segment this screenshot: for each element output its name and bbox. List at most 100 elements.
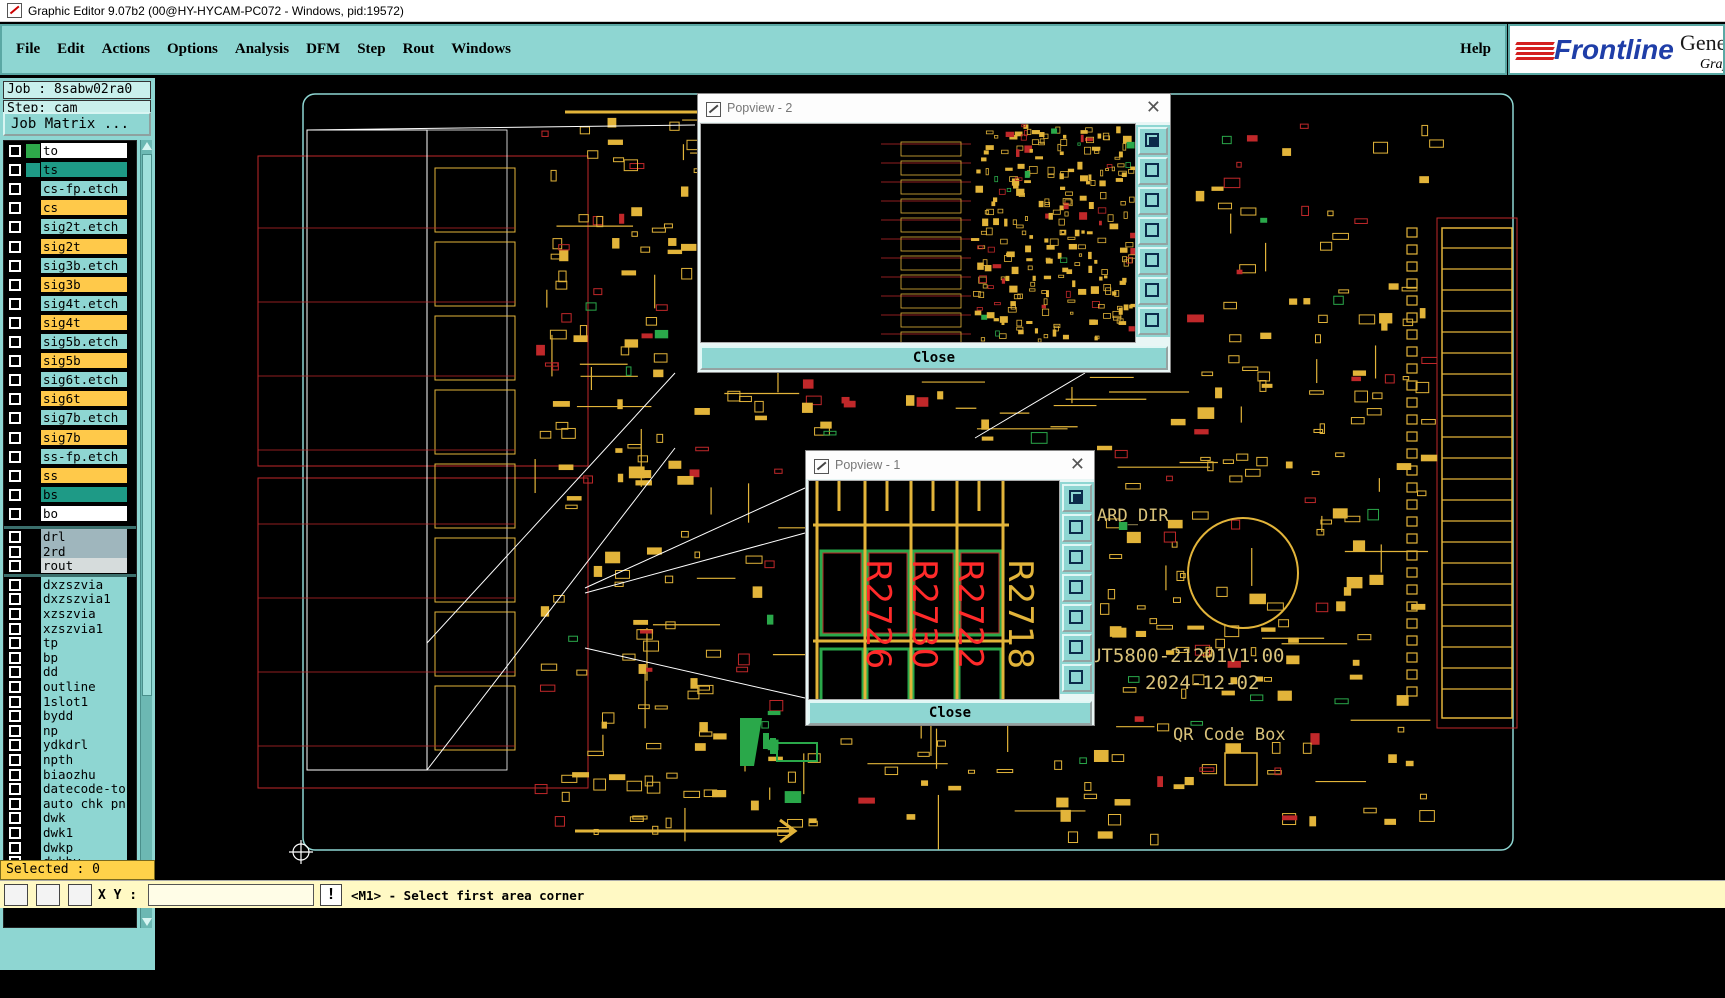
layer-state-icon[interactable] — [26, 296, 40, 311]
layer-name[interactable]: dwk — [41, 810, 127, 826]
layer-row[interactable]: tp — [4, 635, 136, 651]
layer-row[interactable]: bs — [4, 486, 136, 502]
layer-row[interactable]: xzszvia1 — [4, 620, 136, 636]
layer-name[interactable]: dxzszvia — [41, 576, 127, 592]
zoom-out-icon[interactable] — [1062, 544, 1092, 572]
layer-row[interactable]: auto_chk_pn. — [4, 795, 136, 811]
zoom-out-icon[interactable] — [1138, 187, 1168, 215]
layer-checkbox[interactable] — [9, 316, 21, 329]
layer-row[interactable]: datecode-to — [4, 781, 136, 797]
layer-name[interactable]: sig4t.etch — [41, 295, 127, 311]
layer-name[interactable]: ydkdrl — [41, 737, 127, 753]
menu-actions[interactable]: Actions — [101, 41, 151, 57]
layer-name[interactable]: 2rd — [41, 543, 127, 559]
layer-name[interactable]: ss-fp.etch — [41, 448, 127, 464]
menu-rout[interactable]: Rout — [402, 41, 435, 57]
layer-row[interactable]: dxzszvia — [4, 576, 136, 592]
layer-row[interactable]: sig4t.etch — [4, 295, 136, 311]
layer-row[interactable]: dwk1 — [4, 825, 136, 840]
layer-row[interactable]: dxzszvia1 — [4, 591, 136, 607]
layer-name[interactable]: cs-fp.etch — [41, 181, 127, 197]
layer-state-icon[interactable] — [26, 487, 40, 502]
layer-state-icon[interactable] — [26, 826, 40, 840]
layer-state-icon[interactable] — [26, 811, 40, 826]
layer-checkbox[interactable] — [9, 221, 21, 234]
close-icon[interactable]: ✕ — [1145, 97, 1161, 118]
layer-checkbox[interactable] — [9, 469, 21, 482]
layer-name[interactable]: sig2t — [41, 238, 127, 254]
menu-help[interactable]: Help — [1460, 41, 1491, 57]
menu-file[interactable]: File — [16, 41, 41, 57]
layer-state-icon[interactable] — [26, 220, 40, 235]
popview-2-view[interactable] — [700, 123, 1136, 343]
layer-state-icon[interactable] — [26, 392, 40, 407]
layer-state-icon[interactable] — [26, 621, 40, 636]
layer-checkbox[interactable] — [9, 651, 21, 664]
layer-checkbox[interactable] — [9, 374, 21, 387]
layer-name[interactable]: xzszvia — [41, 606, 127, 621]
menu-windows[interactable]: Windows — [451, 41, 511, 57]
popview-2-titlebar[interactable]: Popview - 2 ✕ — [698, 94, 1170, 122]
select-tool-icon[interactable] — [4, 884, 28, 906]
layer-row[interactable]: ss-fp.etch — [4, 448, 136, 464]
layer-checkbox[interactable] — [9, 355, 21, 368]
pcb-board-view[interactable]: UT5800-21201V1.00 2024-12-02 QR Code Box… — [155, 78, 1725, 878]
zoom-fit-icon[interactable] — [1062, 484, 1092, 512]
layer-row[interactable]: dwkp — [4, 839, 136, 855]
layer-state-icon[interactable] — [26, 411, 40, 426]
layer-state-icon[interactable] — [26, 796, 40, 811]
graphic-canvas[interactable]: UT5800-21201V1.00 2024-12-02 QR Code Box… — [155, 78, 1725, 970]
layer-row[interactable]: outline — [4, 679, 136, 694]
layer-state-icon[interactable] — [26, 430, 40, 445]
layer-state-icon[interactable] — [26, 694, 40, 709]
layer-state-icon[interactable] — [26, 665, 40, 680]
layer-row[interactable]: ts — [4, 162, 136, 178]
layer-row[interactable]: biaozhu — [4, 766, 136, 782]
layer-state-icon[interactable] — [26, 782, 40, 797]
layer-state-icon[interactable] — [26, 163, 40, 178]
layer-name[interactable]: dwkp — [41, 839, 127, 855]
layer-name[interactable]: sig7b — [41, 429, 127, 445]
layer-state-icon[interactable] — [26, 559, 40, 574]
layer-row[interactable]: drl — [4, 529, 136, 544]
layer-checkbox[interactable] — [9, 259, 21, 272]
layer-name[interactable]: bs — [41, 486, 127, 502]
layer-row[interactable]: dwk — [4, 810, 136, 826]
layer-checkbox[interactable] — [9, 608, 21, 620]
layer-state-icon[interactable] — [26, 767, 40, 782]
layer-state-icon[interactable] — [26, 354, 40, 369]
layer-checkbox[interactable] — [9, 393, 21, 406]
layer-checkbox[interactable] — [9, 507, 21, 520]
layer-row[interactable]: xzszvia — [4, 606, 136, 621]
layer-name[interactable]: bydd — [41, 708, 127, 724]
popview-1-view[interactable]: R2718 R2722 R2730 R2726 — [808, 480, 1060, 700]
layer-name[interactable]: xzszvia1 — [41, 620, 127, 636]
menu-options[interactable]: Options — [167, 41, 218, 57]
layer-name[interactable]: sig2t.etch — [41, 219, 127, 235]
pan-right-icon[interactable] — [1138, 247, 1168, 275]
layer-state-icon[interactable] — [26, 239, 40, 254]
scroll-down-icon[interactable] — [142, 918, 152, 926]
layer-state-icon[interactable] — [26, 544, 40, 559]
layer-name[interactable]: tp — [41, 635, 127, 651]
layer-name[interactable]: sig6t — [41, 391, 127, 407]
layer-name[interactable]: np — [41, 722, 127, 738]
layer-row[interactable]: sig4t — [4, 314, 136, 330]
layer-state-icon[interactable] — [26, 530, 40, 544]
layer-name[interactable]: sig3b — [41, 276, 127, 292]
layer-name[interactable]: ss — [41, 467, 127, 483]
layer-state-icon[interactable] — [26, 277, 40, 292]
layer-name[interactable]: npth — [41, 752, 127, 767]
layer-row[interactable]: cs — [4, 200, 136, 216]
layer-state-icon[interactable] — [26, 753, 40, 767]
layer-checkbox[interactable] — [9, 622, 21, 635]
layer-state-icon[interactable] — [26, 577, 40, 592]
layer-name[interactable]: cs — [41, 200, 127, 216]
zoom-fit-icon[interactable] — [1138, 127, 1168, 155]
layer-row[interactable]: bo — [4, 505, 136, 521]
layer-state-icon[interactable] — [26, 144, 40, 158]
layer-row[interactable]: sig6t — [4, 391, 136, 407]
layer-name[interactable]: sig5b — [41, 353, 127, 369]
layer-checkbox[interactable] — [9, 812, 21, 825]
layer-row[interactable]: 1slot1 — [4, 693, 136, 709]
